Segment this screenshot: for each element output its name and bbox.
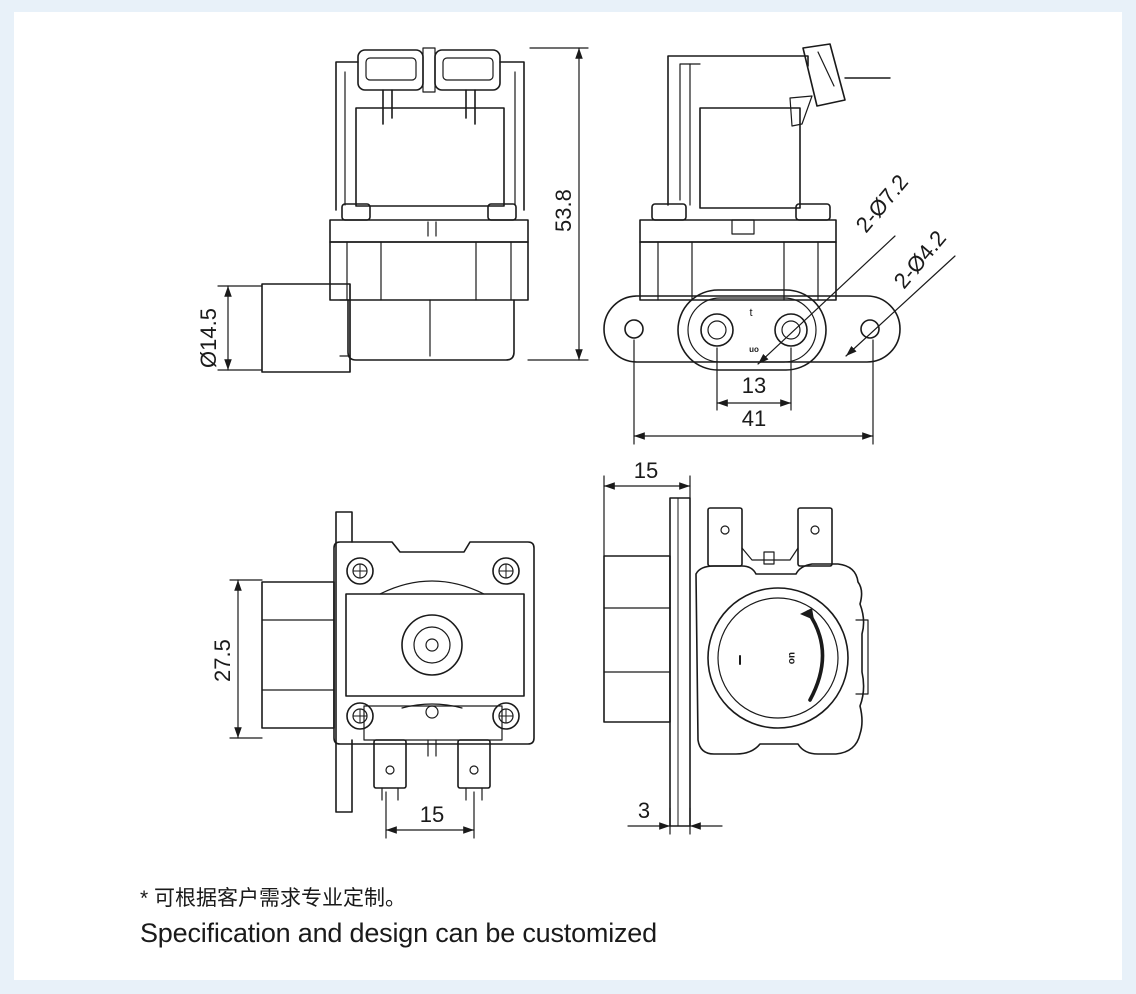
dim-terminal-pitch: 15 [385,791,475,839]
knob-mark: uo [786,652,797,664]
dim-hole-pitch: 13 [716,347,792,411]
port-mark-b: uo [749,345,759,354]
dim-hole-diameters: 2-Ø7.2 2-Ø4.2 [757,170,956,365]
rear-view: uo [603,497,869,827]
dim-flange-width: 41 [633,339,874,445]
customization-note-en: Specification and design can be customiz… [140,918,657,948]
label-height-total: 53.8 [551,189,576,232]
label-side-depth: 15 [634,458,658,483]
label-body-height: 27.5 [210,639,235,682]
label-hole-inner-dia: 2-Ø4.2 [889,226,951,294]
dim-height-total: 53.8 [527,47,589,361]
dim-side-depth: 15 [603,458,691,557]
customization-note-cn: * 可根据客户需求专业定制。 [140,887,407,910]
dim-flange-thickness: 3 [627,798,723,835]
side-view: t uo [603,43,901,371]
dim-outlet-dia: Ø14.5 [196,285,263,371]
bottom-view [261,511,535,813]
label-terminal-pitch: 15 [420,802,444,827]
port-mark-a: t [749,307,752,319]
label-flange-width: 41 [742,406,766,431]
label-flange-thickness: 3 [638,798,650,823]
label-hole-outer-dia: 2-Ø7.2 [851,170,913,238]
drawing-sheet: 53.8 Ø14.5 [14,12,1122,980]
front-view [261,47,529,373]
label-outlet-dia: Ø14.5 [196,308,221,368]
technical-drawing: 53.8 Ø14.5 [196,43,956,839]
dim-body-height: 27.5 [210,579,263,739]
label-hole-pitch: 13 [742,373,766,398]
